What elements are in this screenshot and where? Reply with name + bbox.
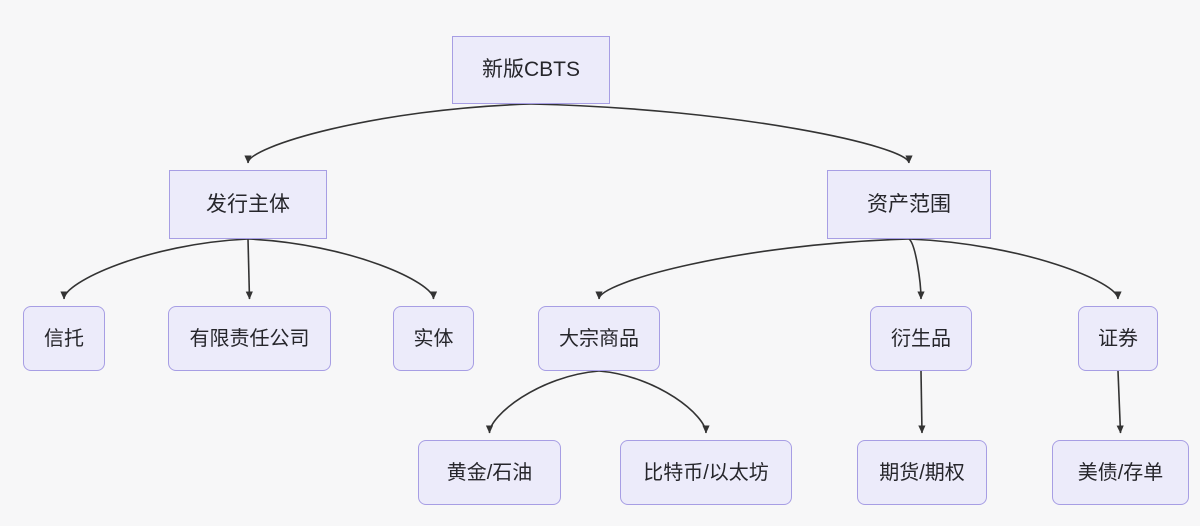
edge-assets-to-commodity [595,238,910,300]
node-root[interactable]: 新版CBTS [452,36,610,104]
edge-issuer-to-entity [247,238,438,300]
node-issuing-entity[interactable]: 发行主体 [169,170,327,239]
edge-assets-to-derivative [908,238,925,300]
node-label: 信托 [44,327,84,350]
edge-root-to-issuer [244,103,532,164]
node-limited-liability-company[interactable]: 有限责任公司 [168,306,331,371]
node-commodity[interactable]: 大宗商品 [538,306,660,371]
edge-root-to-assets [530,103,913,164]
edge-commodity-to-btc-eth [598,370,710,434]
node-security[interactable]: 证券 [1078,306,1158,371]
node-label: 比特币/以太坊 [643,461,769,484]
edge-issuer-to-llc [245,238,253,300]
node-label: 黄金/石油 [446,461,533,484]
node-label: 美债/存单 [1077,461,1164,484]
node-futures-options[interactable]: 期货/期权 [857,440,987,505]
node-gold-oil[interactable]: 黄金/石油 [418,440,561,505]
node-label: 新版CBTS [481,58,580,82]
node-trust[interactable]: 信托 [23,306,105,371]
node-entity[interactable]: 实体 [393,306,474,371]
edge-issuer-to-trust [60,238,249,300]
node-derivative[interactable]: 衍生品 [870,306,972,371]
node-bitcoin-ethereum[interactable]: 比特币/以太坊 [620,440,792,505]
node-label: 有限责任公司 [189,327,310,350]
edge-assets-to-security [908,238,1122,300]
edge-commodity-to-gold-oil [485,370,600,434]
node-label: 发行主体 [206,192,290,216]
node-label: 证券 [1098,327,1138,350]
node-label: 衍生品 [891,327,951,350]
node-label: 实体 [413,327,454,350]
edge-derivative-to-futures-options [918,370,926,434]
node-asset-scope[interactable]: 资产范围 [827,170,991,239]
node-label: 大宗商品 [559,327,639,350]
node-ustreasury-certificate-of-deposit[interactable]: 美债/存单 [1052,440,1189,505]
node-label: 期货/期权 [879,461,965,484]
node-label: 资产范围 [867,192,951,216]
edge-security-to-ustreasury-cd [1116,370,1124,434]
